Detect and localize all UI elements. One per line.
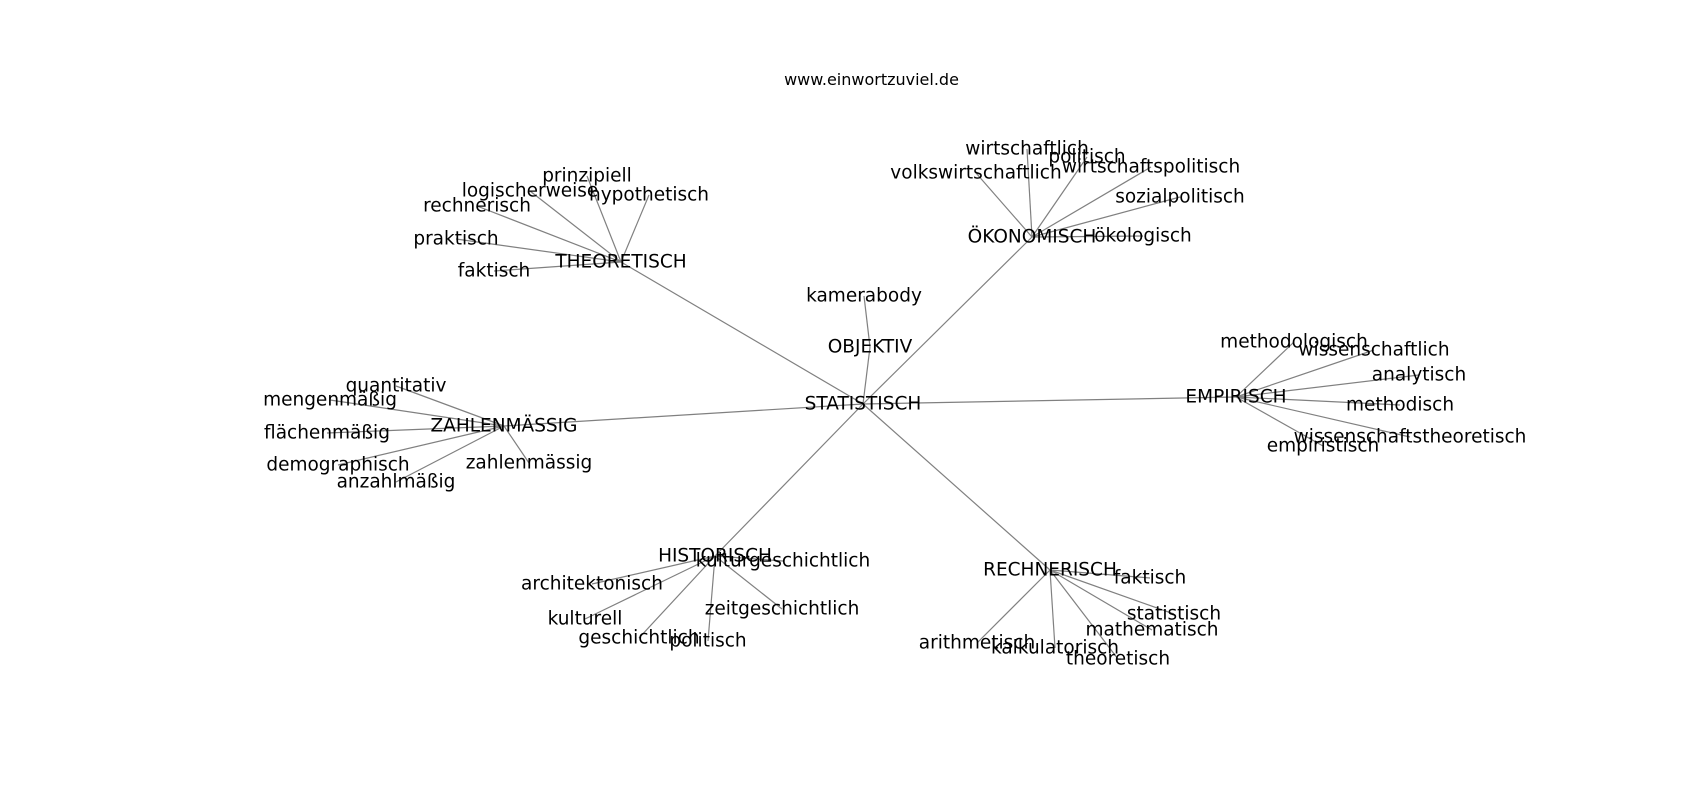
leaf-node-oekonomisch-3: wirtschaftspolitisch [1062, 157, 1240, 178]
leaf-node-oekonomisch-1: politisch [1048, 147, 1125, 168]
edge-theoretisch-3 [476, 205, 622, 263]
leaf-node-theoretisch-2: hypothetisch [589, 185, 709, 206]
leaf-node-theoretisch-0: prinzipiell [542, 166, 632, 187]
hub-node-objektiv: OBJEKTIV [828, 337, 913, 358]
leaf-node-empirisch-1: wissenschaftlich [1298, 340, 1449, 361]
edge-zahlenmaessig-4 [395, 425, 505, 483]
edge-root-theoretisch [620, 261, 864, 405]
leaf-node-theoretisch-1: logischerweise [462, 181, 599, 202]
edge-rechnerisch-5 [1049, 569, 1119, 660]
leaf-node-zahlenmaessig-4: anzahlmäßig [337, 472, 456, 493]
edge-historisch-4 [638, 555, 716, 639]
watermark-text: www.einwortzuviel.de [784, 70, 959, 89]
hub-node-historisch: HISTORISCH [658, 546, 772, 567]
leaf-node-zahlenmaessig-2: flächenmäßig [264, 423, 390, 444]
edge-empirisch-4 [1235, 396, 1411, 438]
edge-historisch-1 [591, 555, 716, 585]
leaf-node-empirisch-4: wissenschaftstheoretisch [1294, 427, 1527, 448]
edge-oekonomisch-2 [975, 172, 1033, 238]
edge-root-empirisch [862, 396, 1237, 405]
hub-node-rechnerisch: RECHNERISCH [983, 560, 1117, 581]
edge-theoretisch-5 [493, 261, 622, 272]
edge-zahlenmaessig-1 [329, 399, 505, 427]
leaf-node-theoretisch-5: faktisch [458, 261, 531, 282]
edge-zahlenmaessig-2 [326, 425, 505, 434]
leaf-node-rechnerisch-1: statistisch [1127, 604, 1221, 625]
leaf-node-historisch-3: zeitgeschichtlich [705, 599, 860, 620]
leaf-node-zahlenmaessig-5: zahlenmässig [466, 453, 593, 474]
leaf-node-historisch-1: architektonisch [521, 574, 663, 595]
hub-node-zahlenmaessig: ZAHLENMÄSSIG [431, 416, 578, 437]
leaf-node-rechnerisch-0: faktisch [1114, 568, 1187, 589]
edge-zahlenmaessig-3 [337, 425, 505, 466]
leaf-node-historisch-4: geschichtlich [578, 628, 699, 649]
edge-root-zahlenmaessig [503, 403, 864, 427]
leaf-node-rechnerisch-2: mathematisch [1085, 620, 1218, 641]
leaf-node-historisch-2: kulturell [548, 609, 623, 630]
edge-rechnerisch-4 [1049, 569, 1056, 649]
leaf-node-oekonomisch-0: wirtschaftlich [965, 139, 1089, 160]
leaf-node-rechnerisch-4: kalkulatorisch [991, 638, 1119, 659]
edge-rechnerisch-3 [976, 569, 1051, 644]
edge-theoretisch-4 [455, 238, 622, 263]
edge-empirisch-5 [1235, 396, 1324, 447]
leaf-node-theoretisch-3: rechnerisch [423, 196, 531, 217]
edge-zahlenmaessig-5 [503, 425, 530, 464]
edge-zahlenmaessig-0 [395, 385, 505, 427]
edge-historisch-2 [584, 555, 716, 620]
edge-empirisch-1 [1235, 349, 1375, 398]
edge-theoretisch-1 [529, 190, 622, 263]
edge-objektiv-0 [863, 295, 871, 348]
edge-root-objektiv [862, 346, 871, 405]
edge-theoretisch-2 [620, 194, 650, 263]
edge-rechnerisch-2 [1049, 569, 1153, 631]
graph-labels: STATISTISCH OBJEKTIV kamerabody THEORETISCH… [263, 139, 1526, 670]
leaf-node-historisch-0: kulturgeschichtlich [696, 551, 870, 572]
edge-oekonomisch-5 [1031, 235, 1144, 238]
edge-root-rechnerisch [862, 403, 1051, 571]
leaf-node-empirisch-2: analytisch [1372, 365, 1466, 386]
edge-empirisch-3 [1235, 396, 1401, 406]
leaf-node-empirisch-0: methodologisch [1220, 332, 1368, 353]
hub-node-theoretisch: THEORETISCH [554, 252, 686, 273]
edge-historisch-3 [714, 555, 783, 610]
leaf-node-zahlenmaessig-3: demographisch [266, 455, 409, 476]
edge-theoretisch-0 [586, 175, 622, 263]
leaf-node-zahlenmaessig-0: quantitativ [346, 376, 447, 397]
root-node-label: STATISTISCH [805, 394, 922, 415]
leaf-node-oekonomisch-5: ökologisch [1094, 226, 1192, 247]
edge-empirisch-0 [1235, 341, 1295, 398]
leaf-node-rechnerisch-3: arithmetisch [919, 633, 1035, 654]
edge-rechnerisch-1 [1049, 569, 1175, 615]
edge-oekonomisch-4 [1031, 196, 1181, 238]
leaf-node-historisch-5: politisch [669, 631, 746, 652]
edge-root-historisch [714, 403, 864, 557]
edge-oekonomisch-1 [1031, 156, 1088, 238]
leaf-node-oekonomisch-2: volkswirtschaftlich [890, 163, 1061, 184]
leaf-node-oekonomisch-4: sozialpolitisch [1115, 187, 1245, 208]
edge-rechnerisch-0 [1049, 569, 1151, 579]
leaf-node-zahlenmaessig-1: mengenmäßig [263, 390, 397, 411]
edge-historisch-0 [714, 555, 784, 562]
edge-root-oekonomisch [862, 236, 1033, 405]
graph-edges [326, 148, 1420, 660]
edge-oekonomisch-3 [1031, 166, 1152, 238]
edge-empirisch-2 [1235, 374, 1420, 398]
leaf-node-empirisch-5: empiristisch [1267, 436, 1380, 457]
leaf-node-objektiv-0: kamerabody [806, 286, 922, 307]
leaf-node-theoretisch-4: praktisch [413, 229, 498, 250]
edge-historisch-5 [707, 555, 716, 642]
leaf-node-rechnerisch-5: theoretisch [1066, 649, 1170, 670]
hub-node-oekonomisch: ÖKONOMISCH [968, 226, 1097, 248]
edge-oekonomisch-0 [1026, 148, 1033, 238]
leaf-node-empirisch-3: methodisch [1346, 395, 1454, 416]
hub-node-empirisch: EMPIRISCH [1185, 387, 1286, 408]
